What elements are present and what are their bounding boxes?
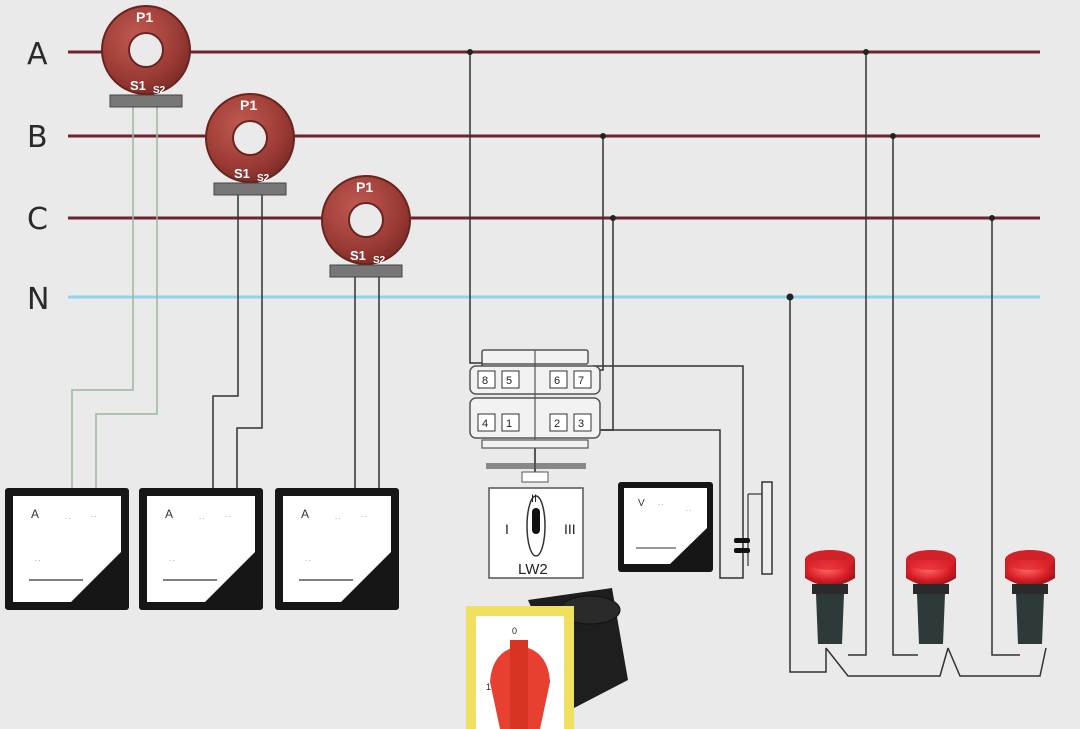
svg-text:S2: S2 — [257, 173, 270, 184]
ammeter-1: A · · · · · · — [5, 488, 129, 610]
svg-text:1: 1 — [486, 682, 491, 692]
ct1-s1-wire — [71, 100, 134, 488]
ct-secondary-wires — [71, 100, 380, 488]
svg-text:A: A — [301, 507, 309, 521]
svg-text:· ·: · · — [91, 514, 97, 520]
fuse-holder — [734, 481, 773, 575]
svg-text:III: III — [564, 521, 576, 537]
voltmeter: V · · · · — [618, 482, 713, 572]
lw2-terminal-block: 8 5 6 7 4 1 2 3 — [469, 349, 601, 483]
current-transformer-3: P1 S1 S2 — [321, 175, 411, 278]
svg-text:8: 8 — [482, 375, 488, 387]
ct2-s1-wire — [212, 190, 239, 488]
bus-c-label: C — [27, 202, 48, 237]
svg-text:A: A — [165, 507, 173, 521]
svg-text:S1: S1 — [350, 248, 366, 263]
terminal-1: 1 — [501, 413, 520, 432]
svg-text:P1: P1 — [240, 97, 257, 113]
svg-text:V: V — [638, 498, 645, 509]
ct2-s2-wire — [236, 190, 263, 488]
svg-text:S1: S1 — [234, 166, 250, 181]
terminal-7: 7 — [573, 370, 592, 389]
junction-dots — [467, 49, 995, 301]
svg-text:1: 1 — [506, 418, 512, 430]
ct1-s2-wire — [95, 100, 158, 488]
svg-text:· ·: · · — [65, 516, 71, 522]
svg-text:S2: S2 — [153, 85, 166, 96]
terminal-2: 2 — [549, 413, 568, 432]
svg-text:0: 0 — [512, 626, 517, 636]
bus-n-label: N — [27, 282, 49, 317]
svg-text:II: II — [531, 493, 537, 505]
terminal-3: 3 — [573, 413, 592, 432]
terminal-4: 4 — [477, 413, 496, 432]
rotary-switch-photo: 0 1 — [466, 588, 628, 729]
svg-text:· ·: · · — [305, 558, 311, 564]
indicator-lamp-b — [906, 550, 956, 644]
indicator-lamp-a — [805, 550, 855, 644]
indicator-lamp-c — [1005, 550, 1055, 644]
svg-text:P1: P1 — [136, 9, 153, 25]
svg-text:7: 7 — [578, 375, 584, 387]
svg-text:P1: P1 — [356, 179, 373, 195]
svg-text:I: I — [505, 521, 509, 537]
svg-text:3: 3 — [578, 418, 584, 430]
current-transformer-2: P1 S1 S2 — [205, 93, 295, 196]
svg-text:6: 6 — [554, 375, 560, 387]
svg-text:A: A — [31, 507, 39, 521]
ammeter-2: A · · · · · · — [139, 488, 263, 610]
svg-text:4: 4 — [482, 418, 488, 430]
svg-text:· ·: · · — [199, 516, 205, 522]
lw2-switch-face: I II III LW2 — [488, 487, 584, 579]
svg-text:· ·: · · — [35, 558, 41, 564]
svg-text:· ·: · · — [335, 516, 341, 522]
terminal-5: 5 — [501, 370, 520, 389]
svg-text:5: 5 — [506, 375, 512, 387]
svg-text:2: 2 — [554, 418, 560, 430]
bus-b-label: B — [27, 120, 48, 155]
current-transformer-1: P1 S1 S2 — [101, 5, 191, 108]
svg-text:· ·: · · — [686, 508, 692, 514]
svg-text:· ·: · · — [169, 558, 175, 564]
ammeter-3: A · · · · · · — [275, 488, 399, 610]
svg-text:· ·: · · — [658, 502, 664, 508]
svg-text:· ·: · · — [225, 514, 231, 520]
svg-text:S1: S1 — [130, 78, 146, 93]
terminal-8: 8 — [477, 370, 496, 389]
svg-text:· ·: · · — [361, 514, 367, 520]
lw2-label: LW2 — [518, 561, 548, 578]
terminal-6: 6 — [549, 370, 568, 389]
bus-a-label: A — [27, 37, 48, 72]
svg-text:S2: S2 — [373, 255, 386, 266]
